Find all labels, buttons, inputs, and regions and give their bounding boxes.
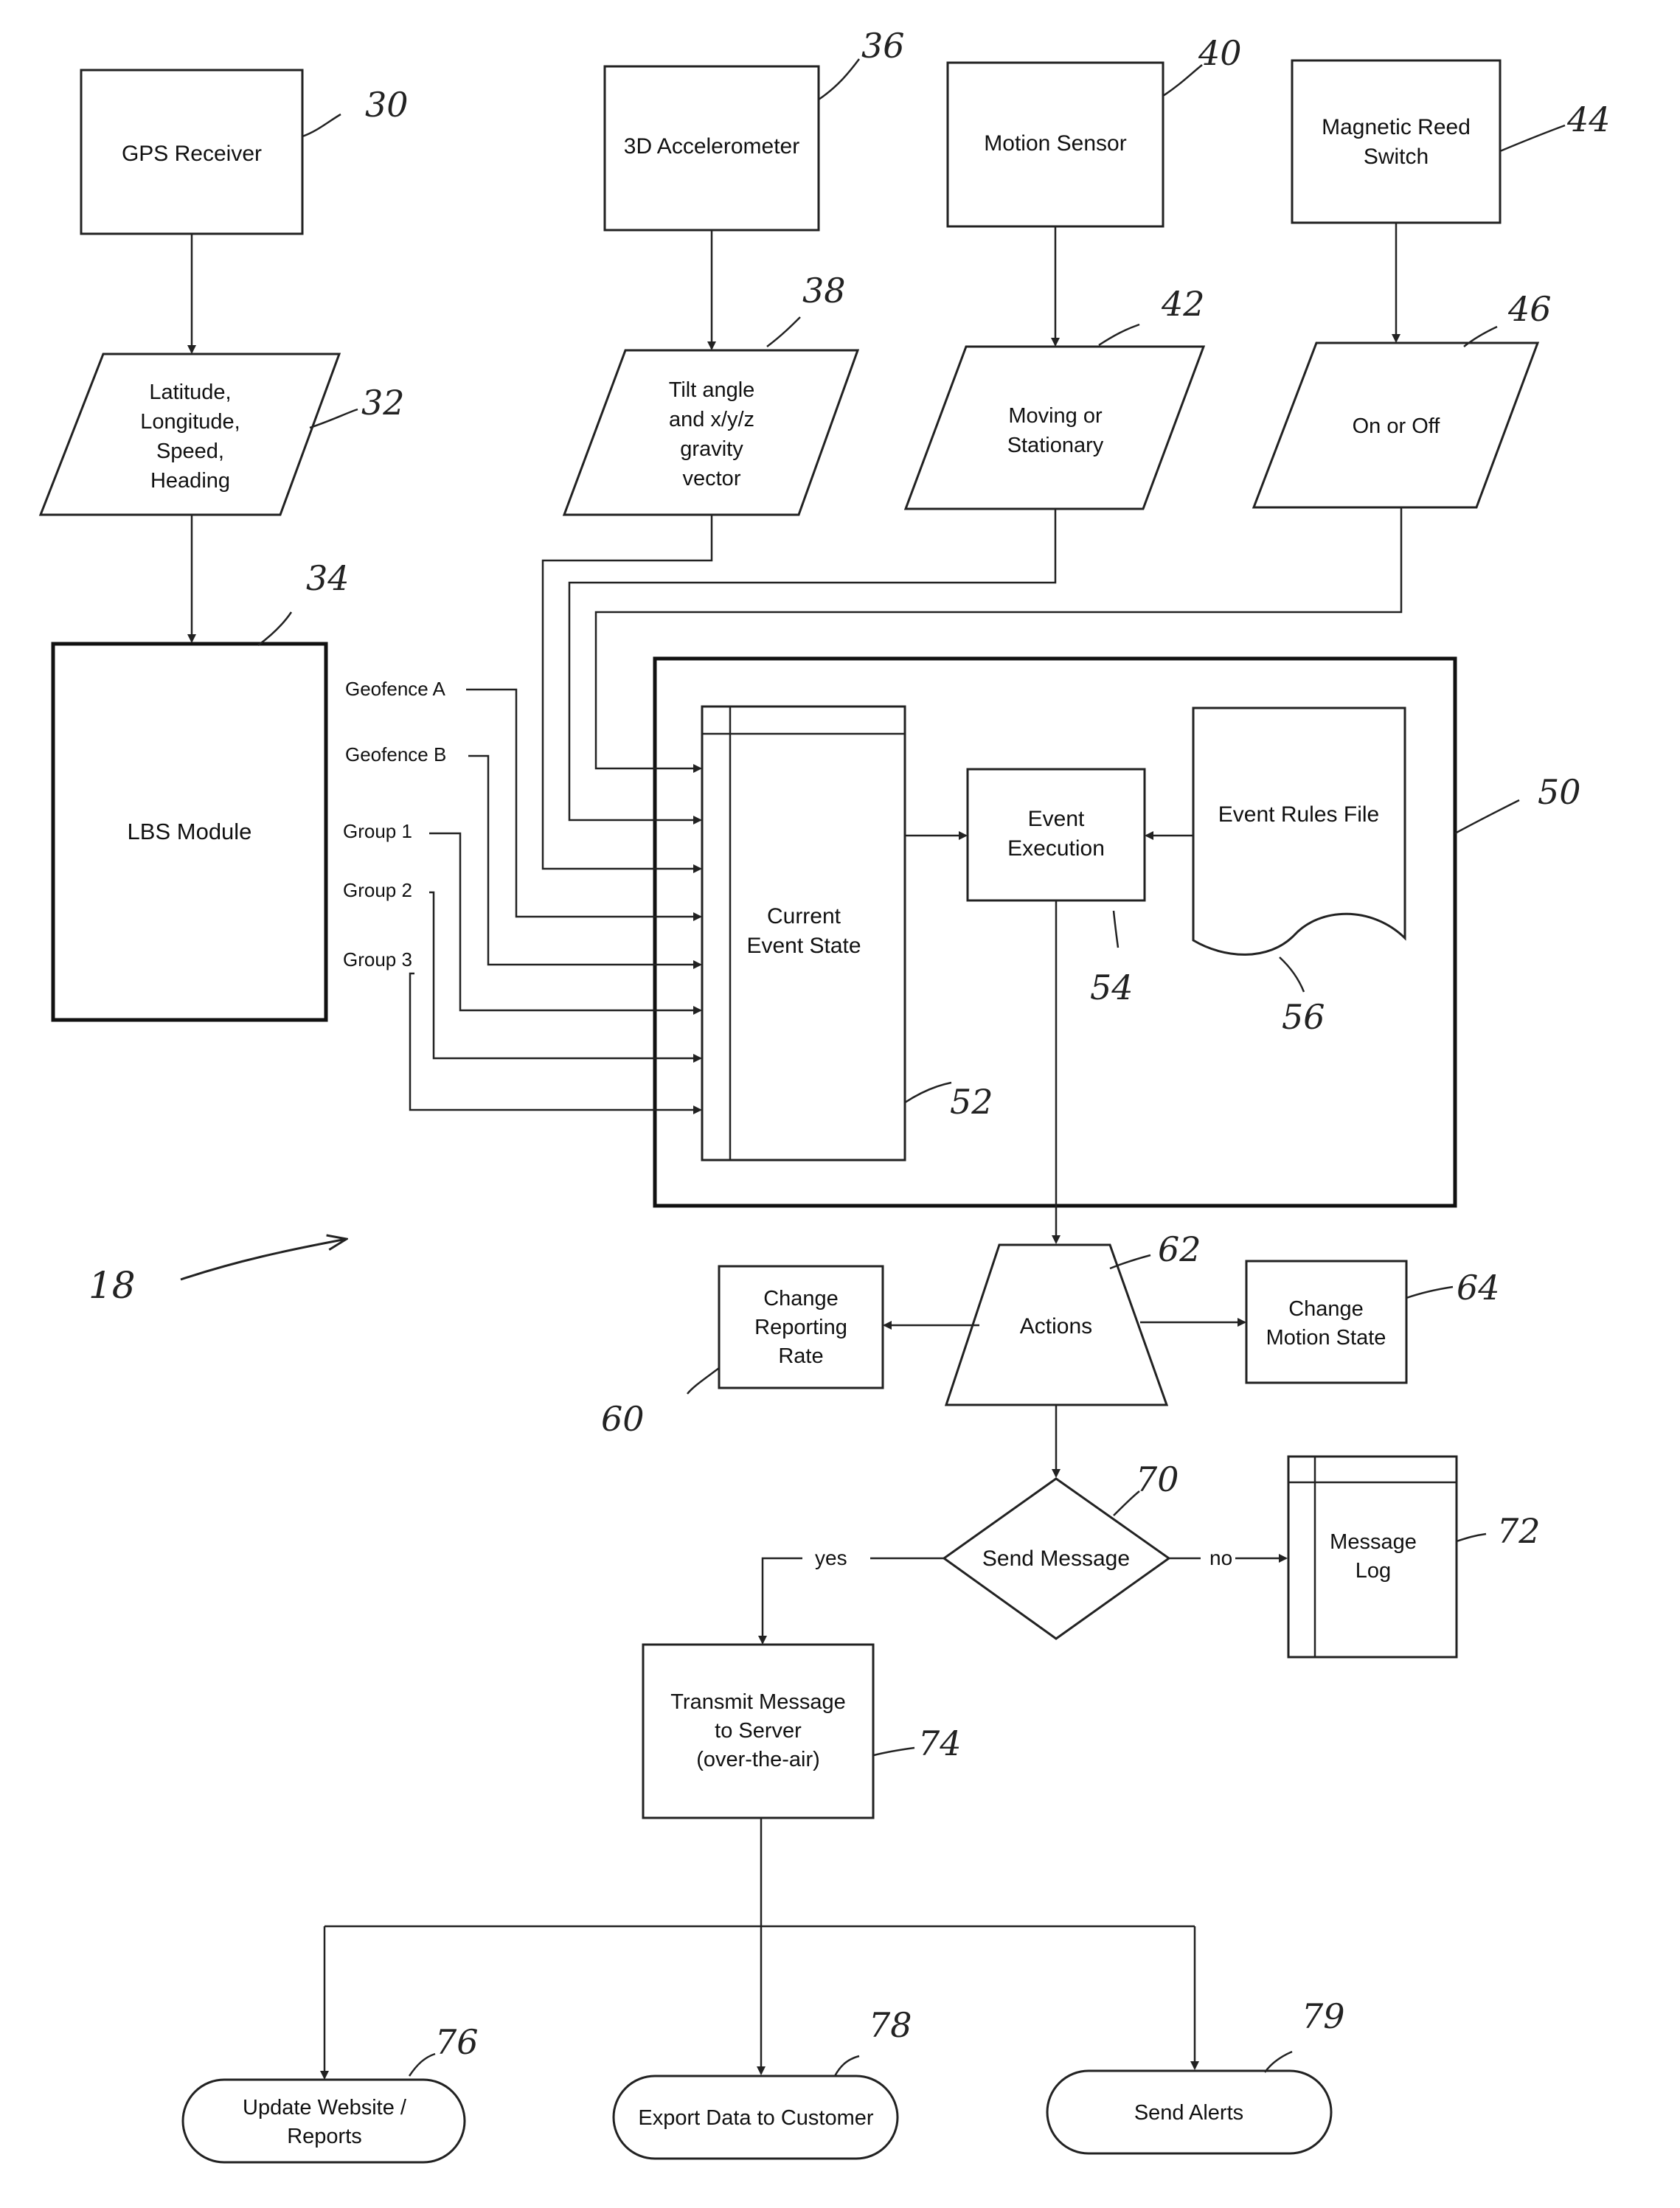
gps-data-line-3: Speed, [156, 440, 224, 463]
ref-50: 50 [1538, 772, 1581, 812]
accelerometer-block: 3D Accelerometer [605, 66, 819, 230]
ref-72: 72 [1497, 1511, 1541, 1551]
tilt-data-parallelogram: Tilt angle and x/y/z gravity vector [564, 350, 858, 515]
actions-label: Actions [1020, 1314, 1092, 1339]
ref-76: 76 [435, 2022, 479, 2062]
event-execution-line-2: Execution [1007, 836, 1105, 861]
event-rules-file-label: Event Rules File [1218, 802, 1379, 827]
ref-44: 44 [1566, 100, 1611, 139]
gps-receiver-label: GPS Receiver [122, 142, 262, 166]
lbs-module-block: LBS Module Geofence A Geofence B Group 1… [53, 644, 446, 1020]
event-rules-file-block: Event Rules File [1193, 708, 1405, 954]
lbs-output-group-2: Group 2 [343, 879, 412, 901]
tilt-data-line-2: and x/y/z [669, 408, 754, 431]
change-reporting-rate-block: Change Reporting Rate [719, 1266, 883, 1388]
change-motion-state-line-2: Motion State [1266, 1326, 1386, 1350]
transmit-message-line-1: Transmit Message [670, 1690, 845, 1714]
change-reporting-rate-line-1: Change [763, 1287, 839, 1310]
send-alerts-terminator: Send Alerts [1047, 2071, 1331, 2153]
figure-reference: 18 [88, 1239, 347, 1307]
motion-data-line-2: Stationary [1007, 434, 1104, 457]
tilt-data-line-3: gravity [680, 437, 743, 461]
motion-data-parallelogram: Moving or Stationary [906, 347, 1204, 509]
ref-56: 56 [1282, 997, 1325, 1037]
motion-data-line-1: Moving or [1008, 404, 1103, 428]
ref-36: 36 [861, 26, 905, 66]
lbs-output-group-1: Group 1 [343, 820, 412, 842]
figure-ref-18: 18 [88, 1264, 136, 1307]
ref-74: 74 [918, 1723, 962, 1763]
ref-40: 40 [1198, 33, 1242, 73]
lbs-module-label: LBS Module [128, 819, 252, 844]
send-message-label: Send Message [982, 1546, 1130, 1571]
ref-34: 34 [306, 558, 350, 598]
ref-42: 42 [1161, 284, 1205, 324]
yes-branch-label: yes [815, 1546, 847, 1569]
lbs-output-geofence-a: Geofence A [345, 678, 446, 700]
ref-60: 60 [601, 1399, 645, 1439]
motion-sensor-label: Motion Sensor [984, 131, 1126, 156]
change-motion-state-block: Change Motion State [1246, 1261, 1406, 1383]
change-reporting-rate-line-3: Rate [778, 1344, 823, 1368]
reed-data-parallelogram: On or Off [1254, 343, 1538, 507]
message-log-line-2: Log [1356, 1559, 1391, 1583]
reed-data-label: On or Off [1353, 414, 1441, 438]
export-data-terminator: Export Data to Customer [614, 2076, 898, 2159]
export-data-label: Export Data to Customer [638, 2106, 873, 2130]
current-event-state-line-1: Current [767, 904, 841, 928]
transmit-message-line-3: (over-the-air) [696, 1748, 820, 1771]
message-log-line-1: Message [1330, 1530, 1417, 1554]
update-website-line-2: Reports [287, 2125, 362, 2148]
reference-numerals: 30 36 40 44 32 38 42 46 34 50 52 54 56 6… [258, 26, 1611, 2076]
ref-79: 79 [1302, 1996, 1345, 2036]
change-reporting-rate-line-2: Reporting [754, 1316, 847, 1339]
ref-70: 70 [1136, 1459, 1179, 1499]
ref-52: 52 [950, 1082, 993, 1122]
gps-data-line-1: Latitude, [149, 381, 231, 404]
event-execution-block: Event Execution [968, 769, 1145, 900]
transmit-message-block: Transmit Message to Server (over-the-air… [643, 1645, 873, 1818]
ref-54: 54 [1090, 968, 1134, 1007]
send-alerts-label: Send Alerts [1134, 2101, 1243, 2125]
ref-78: 78 [869, 2005, 912, 2045]
lbs-output-geofence-b: Geofence B [345, 743, 446, 765]
ref-30: 30 [365, 85, 409, 125]
gps-data-parallelogram: Latitude, Longitude, Speed, Heading [41, 354, 339, 515]
gps-data-line-2: Longitude, [140, 410, 240, 434]
tilt-data-line-4: vector [683, 467, 741, 490]
change-motion-state-line-1: Change [1288, 1297, 1364, 1321]
message-log-block: Message Log [1288, 1457, 1457, 1657]
gps-data-line-4: Heading [150, 469, 230, 493]
no-branch-label: no [1209, 1546, 1232, 1569]
current-event-state-line-2: Event State [746, 934, 861, 958]
ref-32: 32 [361, 383, 405, 423]
figure-arrow [181, 1239, 347, 1280]
tilt-data-line-1: Tilt angle [669, 378, 755, 402]
accelerometer-label: 3D Accelerometer [624, 134, 799, 159]
reed-switch-label-2: Switch [1364, 145, 1429, 169]
gps-receiver-block: GPS Receiver [81, 70, 302, 234]
ref-38: 38 [802, 271, 846, 310]
current-event-state-block: Current Event State [702, 707, 905, 1160]
lbs-output-group-3: Group 3 [343, 948, 412, 971]
ref-64: 64 [1457, 1268, 1500, 1308]
ref-46: 46 [1507, 289, 1552, 329]
reed-switch-block: Magnetic Reed Switch [1292, 60, 1500, 223]
send-message-decision: Send Message [944, 1479, 1169, 1639]
transmit-message-line-2: to Server [715, 1719, 802, 1743]
update-website-terminator: Update Website / Reports [183, 2080, 465, 2162]
reed-switch-label-1: Magnetic Reed [1322, 115, 1471, 139]
event-execution-line-1: Event [1028, 807, 1085, 831]
motion-sensor-block: Motion Sensor [948, 63, 1163, 226]
update-website-line-1: Update Website / [243, 2096, 407, 2120]
ref-62: 62 [1158, 1229, 1201, 1269]
